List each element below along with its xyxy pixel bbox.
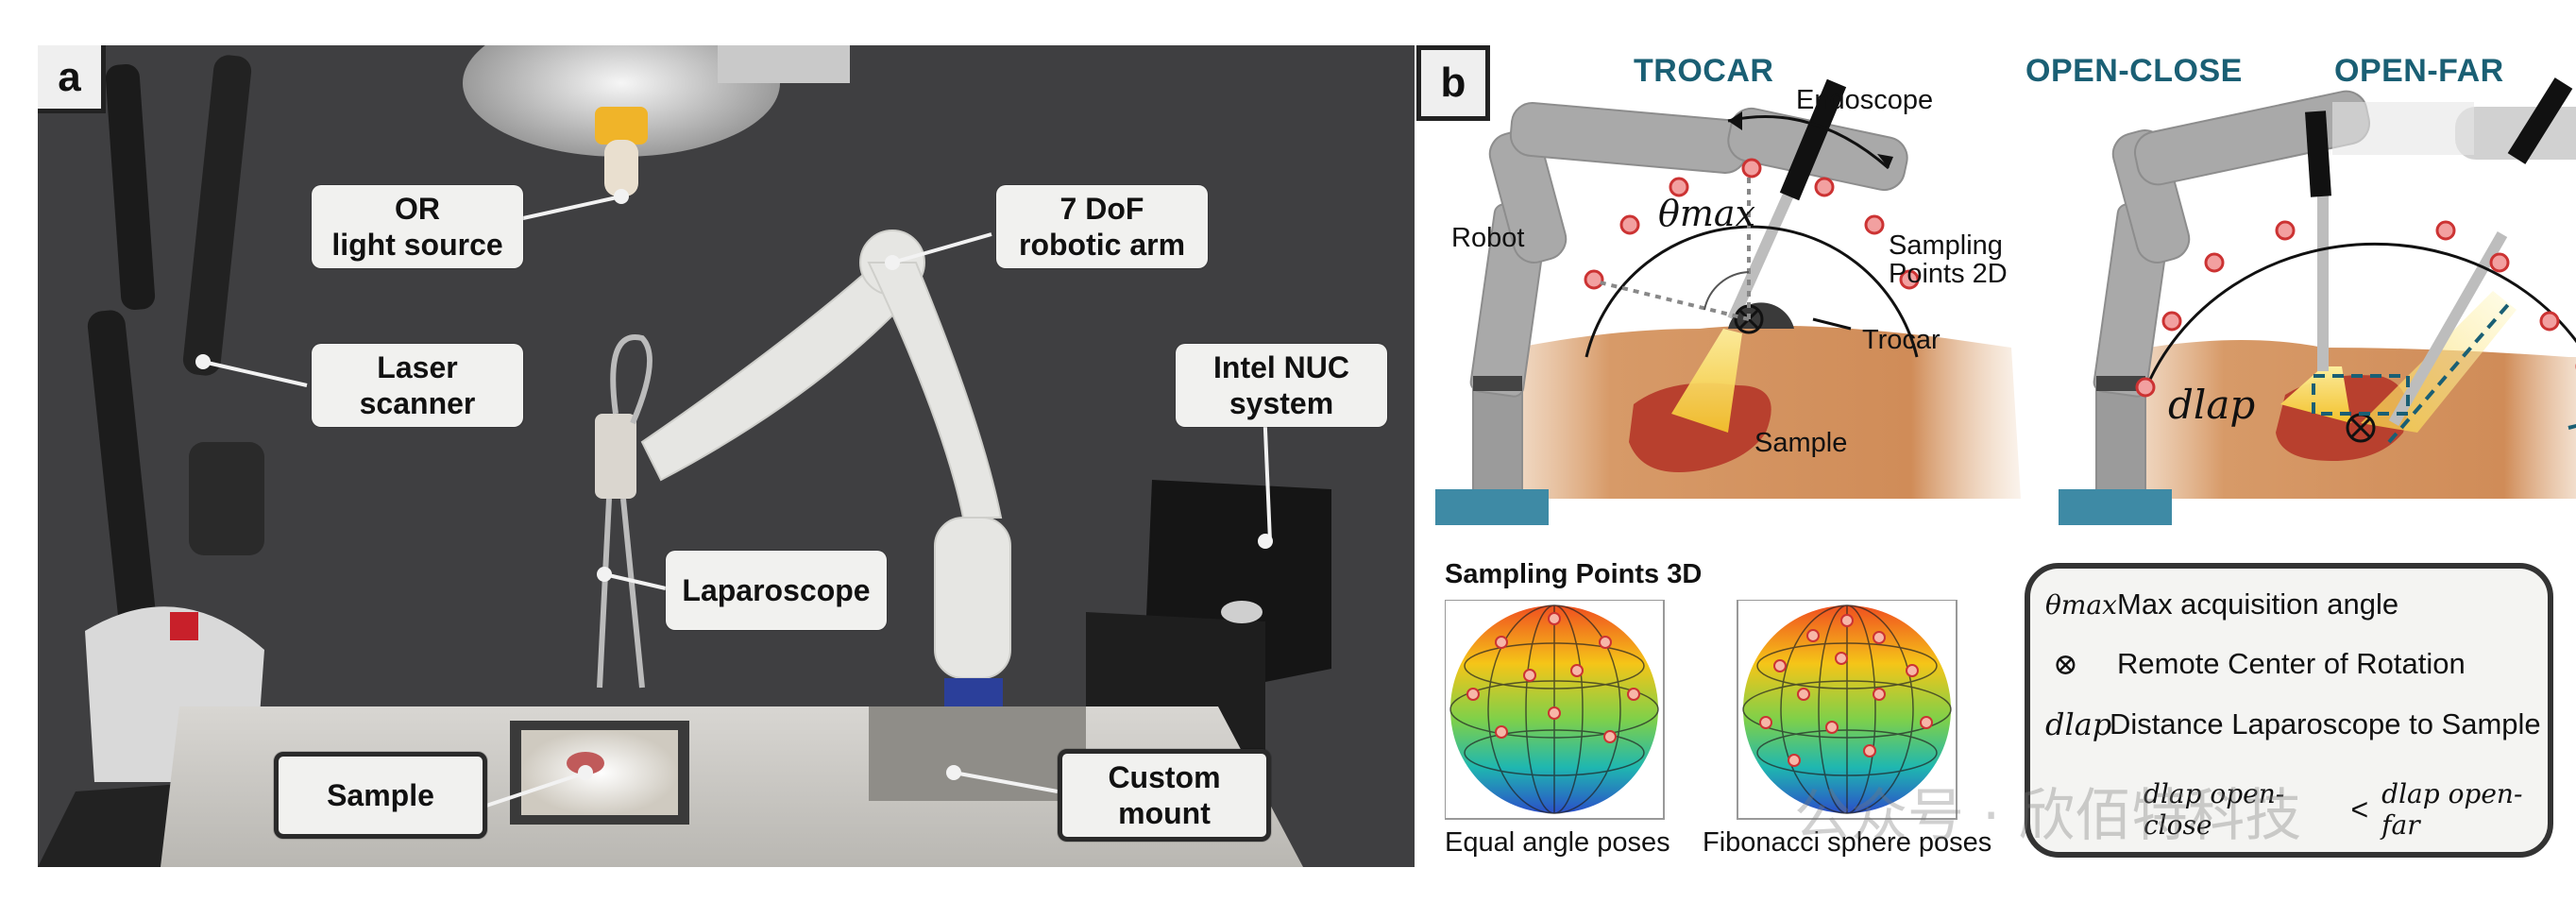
photo-panel: a OR light source 7 DoF robotic arm Lase… [38,45,1415,867]
trocar-diagram [1435,78,2021,525]
rcr-icon: ⊗ [2053,646,2078,682]
label-sample: Sample [1754,428,1848,458]
label-theta-max: θmax [1658,193,1755,234]
legend-row-theta: θmax Max acquisition angle [2045,587,2399,621]
sampling-3d-title: Sampling Points 3D [1445,559,1703,589]
label-d-lap: dlap [2168,382,2256,428]
callout-robotic-arm: 7 DoF robotic arm [996,185,1208,268]
sphere-equal-angle [1445,600,1665,820]
title-trocar: TROCAR [1634,53,1774,89]
watermark: 公众号 · 欣佰特科技 [1794,783,2302,849]
sphere-fibonacci [1737,600,1957,820]
panel-b-label: b [1416,45,1490,121]
title-open-far: OPEN-FAR [2334,53,2504,89]
custom-mount-plate [869,706,1086,801]
label-sampling-2d-line1: Sampling [1889,230,2003,261]
label-robot: Robot [1451,223,1525,253]
ineq-right: dlap open-far [2381,778,2523,841]
laparoscope-rig [595,334,652,689]
label-endoscope: Endoscope [1796,85,1934,115]
caption-equal-angle: Equal angle poses [1445,827,1670,858]
ineq-left: dlap open-close [2144,778,2285,841]
caption-fibonacci: Fibonacci sphere poses [1703,827,1992,858]
legend-row-dlap: dlap Distance Laparoscope to Sample [2045,706,2541,742]
legend-row-rcr: ⊗ Remote Center of Rotation [2045,646,2466,682]
label-trocar: Trocar [1862,325,1940,355]
callout-laparoscope: Laparoscope [666,551,887,630]
sampling-strategy-diagrams [1435,77,2576,525]
title-open-close: OPEN-CLOSE [2025,53,2243,89]
or-lamp [463,45,780,157]
callout-custom-mount: Custom mount [1058,749,1271,842]
callout-intel-nuc: Intel NUC system [1176,344,1387,427]
open-diagram [2059,77,2576,525]
sample-tray [510,721,689,825]
robotic-arm [640,230,1039,744]
callout-or-light-source: OR light source [312,185,523,268]
ineq-operator: < [2350,791,2369,826]
theta-symbol: θmax [2045,588,2117,621]
dlap-symbol: dlap [2045,706,2112,742]
callout-sample: Sample [274,752,487,839]
sampling-spheres [1445,600,1957,820]
legend-row-inequality: dlap open-close < dlap open-far [2144,778,2548,841]
callout-laser-scanner: Laser scanner [312,344,523,427]
legend-box: θmax Max acquisition angle ⊗ Remote Cent… [2025,563,2553,858]
lab-setup-illustration [38,45,1415,867]
panel-a-label: a [38,45,106,113]
label-sampling-2d-line2: Points 2D [1889,259,2008,289]
